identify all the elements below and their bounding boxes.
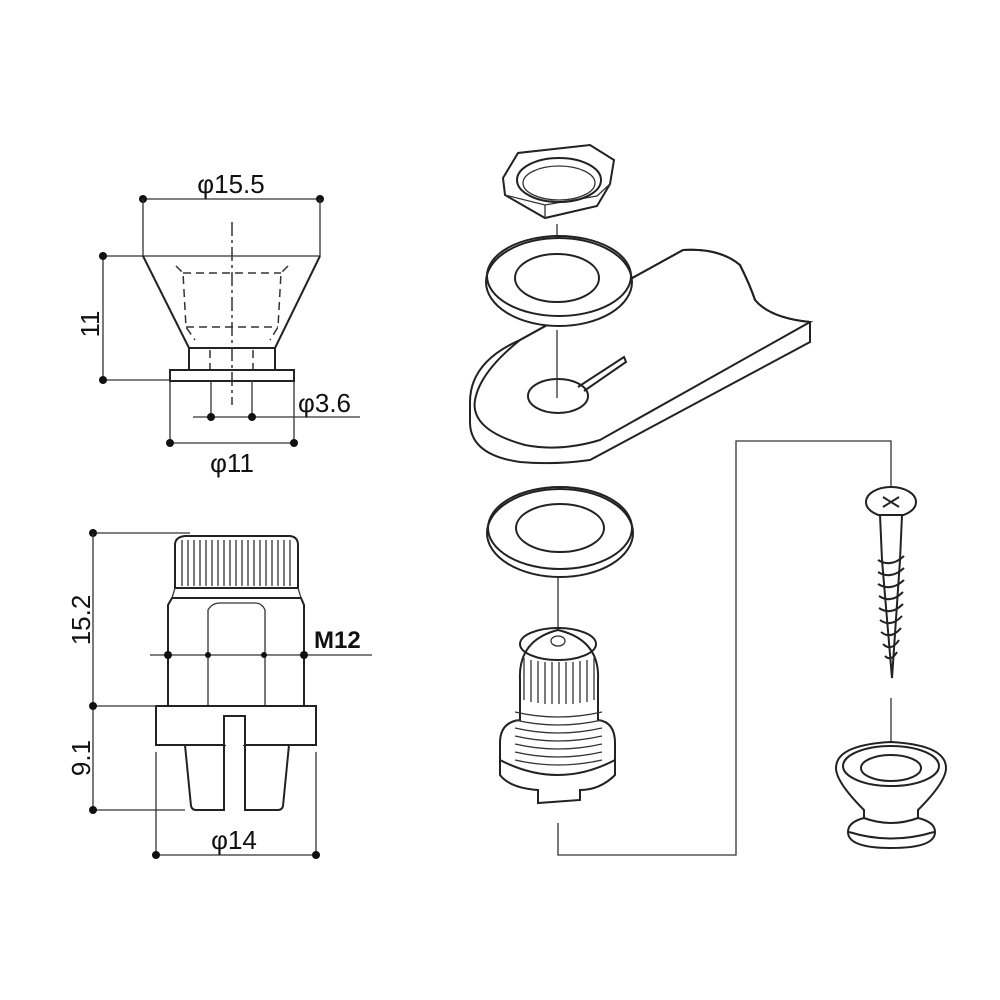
- exploded-assembly: [469, 143, 948, 856]
- wood-screw: [865, 486, 917, 679]
- strap-plate: [469, 248, 814, 465]
- dim-hole-diameter: φ3.6: [298, 388, 351, 418]
- button-dimension-view: φ15.5 11 φ3.6 φ11: [75, 169, 360, 478]
- upper-washer: [485, 235, 633, 327]
- lower-washer: [486, 486, 634, 578]
- dim-base-diameter: φ11: [210, 448, 254, 478]
- dim-lower-height: 9.1: [66, 740, 96, 776]
- dim-upper-height: 15.2: [66, 595, 96, 646]
- dim-height: 11: [75, 311, 105, 338]
- dim-flange-diameter: φ14: [211, 825, 257, 855]
- strap-button: [834, 740, 948, 850]
- dim-top-diameter: φ15.5: [197, 169, 264, 199]
- dim-thread: M12: [314, 627, 361, 654]
- lock-body: [499, 627, 616, 805]
- lock-dimension-view: M12 15.2 9.1 φ14: [66, 529, 372, 859]
- connector-line: [557, 440, 892, 856]
- hex-nut: [501, 143, 616, 220]
